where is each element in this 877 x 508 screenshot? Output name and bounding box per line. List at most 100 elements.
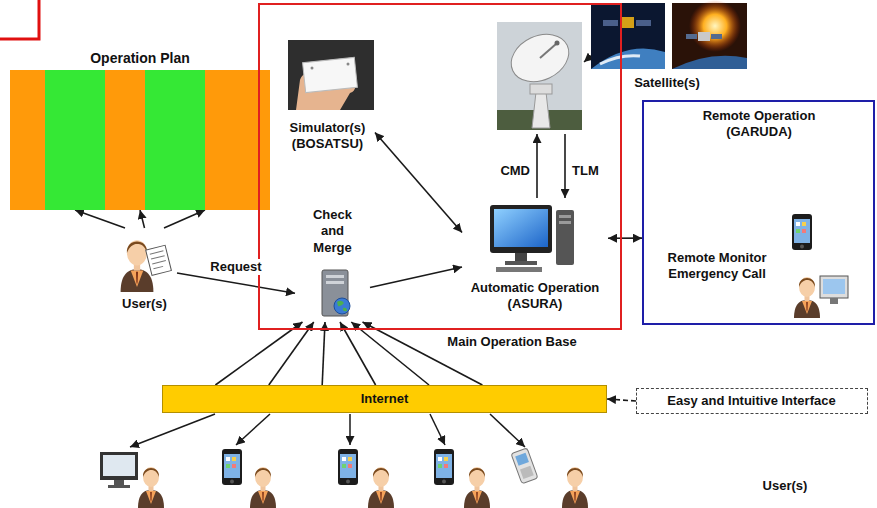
- connector-arrow: [363, 322, 483, 385]
- signal-name: CMD: [490, 163, 530, 179]
- operation-plan: Operation Plan: [10, 50, 270, 210]
- node-label: Internet: [361, 391, 409, 407]
- text-slot: Automatic Operation (ASURA): [462, 280, 608, 313]
- computer-icon: [559, 215, 571, 218]
- antenna-photo: [504, 25, 577, 90]
- internet-bar: Internet: [162, 385, 607, 413]
- satellite-caption: Satellite(s): [634, 75, 700, 91]
- text-slot: Check and Merge: [307, 207, 358, 256]
- connector-arrow: [375, 132, 462, 232]
- satellite-caption: Satellite(s): [617, 75, 717, 91]
- user-figure-icon: [153, 266, 163, 268]
- user-arrows: [130, 414, 215, 447]
- satellite-reentry-photo: [698, 32, 710, 41]
- end-user-icons: [100, 448, 588, 508]
- corner-frame: [0, 0, 39, 39]
- simulator-photo: [288, 40, 374, 110]
- satellite-reentry-photo: [689, 0, 741, 52]
- user-figure-icon: [146, 245, 172, 275]
- node-label: Check and Merge: [307, 207, 358, 256]
- end-user-icons: [434, 449, 454, 485]
- end-user-icons: [368, 467, 394, 508]
- text-slot: Internet: [163, 391, 606, 407]
- end-user-icons: [511, 448, 538, 484]
- text-slot: User(s): [112, 296, 177, 312]
- connector-arrow: [140, 210, 145, 228]
- cmd-tlm-arrows: [537, 134, 565, 198]
- plan-stripe: [10, 70, 45, 210]
- connector-arrow: [215, 322, 302, 385]
- antenna-photo: [555, 41, 560, 46]
- connector-arrow: [340, 322, 376, 385]
- antenna-photo: [497, 22, 582, 130]
- cmd-tlm-arrows: [536, 134, 538, 198]
- computer-icon: [496, 267, 542, 272]
- end-user-icons: [114, 480, 124, 485]
- connector-arrow: [164, 210, 205, 228]
- cmd-tlm-arrows: [564, 134, 566, 198]
- connector-arrow: [177, 273, 295, 293]
- user-figure: User(s): [112, 228, 177, 318]
- node-label: User(s): [122, 296, 167, 312]
- signal-name: TLM: [572, 163, 599, 179]
- remote-phone-icon: [792, 214, 812, 250]
- computer-icon: [556, 210, 574, 265]
- text-slot: Remote Operation (GARUDA): [689, 108, 829, 141]
- user-arrows: [236, 414, 270, 445]
- antenna-photo: [530, 84, 552, 94]
- text-slot: Remote Monitor Emergency Call: [658, 250, 776, 283]
- text-slot: Simulator(s) (BOSATSU): [280, 120, 375, 153]
- user-caption: User(s): [763, 478, 808, 494]
- end-user-icons: [338, 449, 358, 485]
- check-merge-server: Check and Merge: [295, 207, 370, 322]
- end-user-icons: [100, 452, 138, 480]
- node-label: Remote Operation (GARUDA): [689, 108, 829, 141]
- user-arrows: [130, 414, 525, 447]
- simulator-photo: [303, 57, 358, 92]
- antenna-photo: [540, 44, 556, 58]
- user-figure-icon: [121, 240, 154, 292]
- remote-operation-box: Remote Operation (GARUDA) Remote Monitor …: [642, 100, 875, 325]
- server-icon: [343, 308, 347, 312]
- remote-operator-icon: [823, 279, 845, 294]
- connector-arrow: [75, 210, 125, 228]
- user-arrows: [490, 414, 525, 447]
- node-label: Automatic Operation (ASURA): [462, 280, 608, 313]
- satellite-reentry-photo: [711, 34, 722, 39]
- computer-icon: [490, 205, 552, 253]
- server-icon: [337, 301, 344, 306]
- connector-arrow: [351, 322, 429, 385]
- simulator-photo: [347, 63, 350, 66]
- signal-name: CMD: [500, 163, 530, 179]
- end-user-icons: [103, 455, 135, 476]
- remote-operator-icon: [794, 276, 848, 318]
- simulator-photo: [288, 40, 374, 110]
- end-user-icons: [108, 485, 130, 488]
- end-user-icons: [520, 466, 534, 479]
- connector-arrow: [608, 237, 642, 239]
- user-arrows: [349, 414, 351, 445]
- satellite-photo: [600, 56, 640, 64]
- text-slot: Easy and Intuitive Interface: [637, 393, 866, 409]
- plan-band-fill: [10, 70, 270, 210]
- server-icon: [326, 281, 344, 284]
- connector-arrow: [607, 399, 636, 401]
- end-user-icons: [562, 467, 588, 508]
- operation-base: Main Operation BaseSimulator(s) (BOSATSU…: [258, 3, 622, 330]
- satellite-photo: [620, 17, 634, 28]
- connector-arrow: [370, 267, 462, 288]
- satellite-reentry-photo: [672, 56, 747, 69]
- plan-stripe: [105, 70, 145, 210]
- computer-icon: [515, 253, 527, 261]
- user-figure-icon: [121, 240, 172, 292]
- server-icon: [334, 298, 350, 314]
- edge-label-slot: Request: [191, 259, 281, 275]
- satellite-photo: [603, 20, 618, 26]
- connector-arrow: [269, 322, 314, 385]
- corner-frame: [0, 0, 39, 39]
- end-user-icons: [464, 467, 490, 508]
- text-slot: Operation Plan: [10, 50, 270, 68]
- end-user-icons: [511, 448, 538, 484]
- plan-stripe: [145, 70, 205, 210]
